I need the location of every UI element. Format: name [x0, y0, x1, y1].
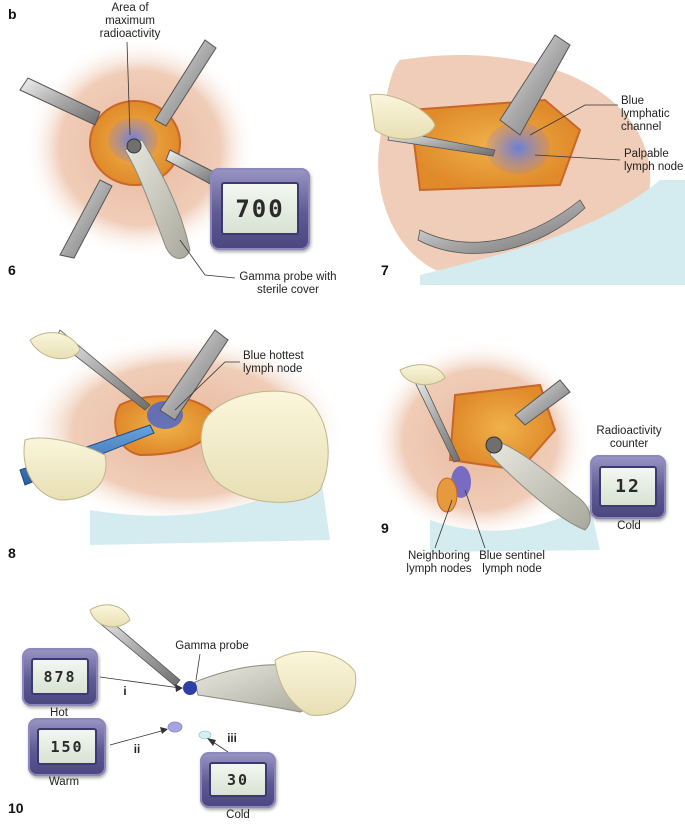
- label-gamma-probe-cover: Gamma probe with sterile cover: [239, 271, 337, 296]
- label-radioactivity-counter: Radioactivity counter: [596, 425, 662, 450]
- leader-line: [174, 361, 240, 411]
- counter-panel-6: 700: [210, 168, 310, 250]
- neighboring-nodes: [436, 477, 458, 513]
- retractor: [154, 39, 217, 127]
- panel-7-scene: [369, 34, 685, 285]
- leader-lines: [99, 41, 621, 753]
- label-cold-panel-10: Cold: [226, 809, 250, 821]
- gamma-probe-sheath: [124, 139, 191, 259]
- sheet: [90, 470, 330, 545]
- panel-number-10: 10: [8, 800, 24, 816]
- label-blue-sentinel-node: Blue sentinel lymph node: [479, 550, 545, 575]
- sheet: [420, 180, 685, 285]
- retractor: [19, 77, 101, 126]
- counter-readout: 878: [31, 658, 89, 695]
- leader-line: [464, 489, 486, 549]
- panel-number-8: 8: [8, 545, 16, 561]
- panel-10-scene: [89, 604, 357, 740]
- label-palpable-lymph-node: Palpable lymph node: [624, 148, 684, 173]
- panel-8-scene: [19, 329, 345, 545]
- label-neighboring-nodes: Neighboring lymph nodes: [406, 550, 472, 575]
- label-gamma-probe: Gamma probe: [175, 640, 249, 652]
- sheet: [430, 505, 600, 552]
- counter-readout: 700: [221, 182, 299, 235]
- counter-cold: 30: [200, 752, 276, 808]
- counter-warm: 150: [28, 718, 106, 776]
- label-roman-i: i: [123, 686, 127, 698]
- leader-line: [126, 41, 131, 136]
- panel-9-scene: [370, 340, 600, 552]
- label-blue-lymphatic-channel: Blue lymphatic channel: [621, 95, 670, 133]
- probe-tip: [126, 138, 142, 154]
- panel-number-7: 7: [381, 262, 389, 278]
- leader-line: [195, 653, 201, 681]
- label-cold-panel-9: Cold: [617, 520, 641, 532]
- arrowhead: [175, 684, 183, 692]
- label-roman-iii: iii: [227, 733, 237, 745]
- panel-number-9: 9: [381, 520, 389, 536]
- glove: [369, 93, 436, 140]
- label-hot: Hot: [50, 707, 68, 719]
- arrowhead: [207, 738, 216, 746]
- glove: [23, 437, 107, 501]
- counter-hot: 878: [22, 648, 98, 706]
- warm-node: [167, 721, 183, 733]
- glove: [89, 604, 131, 628]
- glove: [29, 332, 81, 360]
- arrow-i: [99, 676, 181, 689]
- retractor: [159, 329, 229, 421]
- arrow-ii: [109, 729, 166, 746]
- hot-node: [183, 681, 197, 695]
- counter-readout: 12: [599, 466, 657, 507]
- panel-6-scene: [19, 38, 255, 259]
- label-roman-ii: ii: [133, 744, 141, 756]
- counter-panel-9: 12: [590, 455, 666, 519]
- scissors: [417, 199, 586, 254]
- counter-readout: 30: [209, 762, 267, 797]
- label-warm: Warm: [48, 776, 80, 788]
- panel-number-6: 6: [8, 262, 16, 278]
- glove: [399, 364, 446, 386]
- retractor: [59, 179, 113, 259]
- probe-tip: [485, 436, 503, 454]
- leader-line: [534, 154, 621, 161]
- retractor: [514, 379, 571, 426]
- glove: [200, 390, 329, 503]
- gamma-probe-sheath: [489, 439, 591, 531]
- cold-node: [198, 730, 212, 740]
- label-max-radioactivity: Area of maximum radioactivity: [99, 2, 161, 40]
- blue-node: [486, 122, 550, 174]
- label-blue-hottest-node: Blue hottest lymph node: [243, 350, 304, 375]
- counter-readout: 150: [37, 728, 97, 765]
- leader-line: [179, 239, 236, 279]
- arrowhead: [160, 727, 168, 734]
- leader-line: [434, 499, 453, 549]
- retractor: [499, 34, 571, 136]
- leader-line: [529, 104, 618, 136]
- panel-label-b: b: [8, 6, 17, 22]
- glove: [274, 650, 357, 716]
